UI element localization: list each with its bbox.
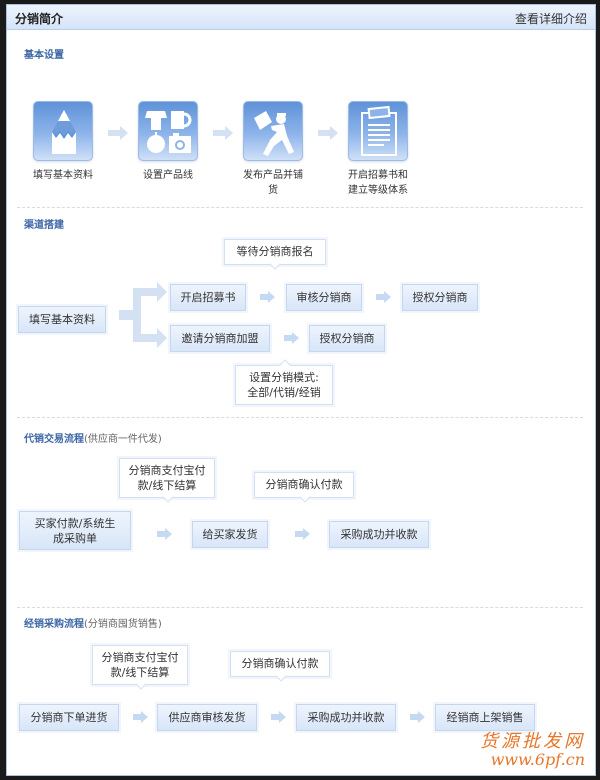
flow-box-fill-info: 填写基本资料 — [18, 306, 106, 333]
callout-alipay-settlement: 分销商支付宝付 款/线下结算 — [92, 645, 188, 690]
flow-box-buyer-pays: 买家付款/系统生 成采购单 — [19, 511, 131, 550]
flow-box-supplier-ship: 供应商审核发货 — [157, 704, 257, 731]
panel-title: 分销简介 — [15, 12, 64, 26]
section-title-basic: 基本设置 — [24, 50, 64, 61]
callout-confirm-payment: 分销商确认付款 — [230, 651, 330, 682]
section-title-wholesale: 经销采购流程(分销商囤货销售) — [24, 619, 162, 630]
callout-set-mode: 设置分销模式: 全部/代销/经销 — [235, 359, 333, 405]
arrow-right-icon — [376, 291, 391, 303]
arrow-right-icon — [260, 291, 275, 303]
flow-box-list-for-sale: 经销商上架销售 — [435, 704, 535, 731]
flow-box-purchase-done: 采购成功并收款 — [329, 521, 429, 548]
flow-box-purchase-done: 采购成功并收款 — [296, 704, 396, 731]
callout-alipay-settlement: 分销商支付宝付 款/线下结算 — [119, 458, 215, 503]
step-tile-publish — [243, 101, 303, 161]
flow-box-open-recruit: 开启招募书 — [170, 284, 246, 311]
arrow-right-icon — [318, 126, 338, 140]
flow-box-dist-order: 分销商下单进货 — [19, 704, 119, 731]
flow-box-authorize-dist: 授权分销商 — [402, 284, 478, 311]
flow-box-review-dist: 审核分销商 — [286, 284, 362, 311]
branch-arrow-icon — [119, 282, 167, 348]
flow-box-invite-dist: 邀请分销商加盟 — [170, 325, 270, 352]
step-label-publish: 发布产品并铺 货 — [243, 170, 303, 196]
flow-box-authorize-dist-2: 授权分销商 — [309, 325, 385, 352]
arrow-right-icon — [284, 332, 299, 344]
section-divider — [17, 207, 583, 208]
step-label-recruit: 开启招募书和 建立等级体系 — [348, 170, 408, 196]
section-divider — [17, 417, 583, 418]
section-title-consign: 代销交易流程(供应商一件代发) — [24, 434, 162, 445]
panel-header: 分销简介 查看详细介绍 — [7, 5, 595, 30]
step-tile-product-line — [138, 101, 198, 161]
arrow-right-icon — [410, 711, 425, 723]
step-tile-recruit — [348, 101, 408, 161]
arrow-right-icon — [295, 528, 310, 540]
flow-box-ship-buyer: 给买家发货 — [192, 521, 268, 548]
section-title-channel: 渠道搭建 — [24, 220, 64, 231]
step-tile-basic-info — [33, 101, 93, 161]
clipboard-icon — [361, 105, 397, 156]
watermark-title: 货源批发网 — [480, 731, 585, 752]
step-label-product-line: 设置产品线 — [143, 170, 193, 181]
pencil-icon — [52, 110, 76, 154]
products-icon — [145, 111, 192, 153]
arrow-right-icon — [157, 528, 172, 540]
distribution-intro-panel: 分销简介 查看详细介绍 基本设置 填写基本资料 设置产品线 — [6, 4, 596, 776]
arrow-right-icon — [108, 126, 128, 140]
arrow-right-icon — [133, 711, 148, 723]
section-divider — [17, 607, 583, 608]
arrow-right-icon — [271, 711, 286, 723]
view-details-link[interactable]: 查看详细介绍 — [514, 12, 587, 26]
callout-confirm-payment: 分销商确认付款 — [254, 472, 354, 503]
delivery-person-icon — [254, 111, 294, 156]
callout-await-signup: 等待分销商报名 — [224, 239, 326, 270]
arrow-right-icon — [213, 126, 233, 140]
step-label-basic-info: 填写基本资料 — [33, 170, 93, 181]
watermark-url: www.6pf.cn — [490, 750, 585, 769]
